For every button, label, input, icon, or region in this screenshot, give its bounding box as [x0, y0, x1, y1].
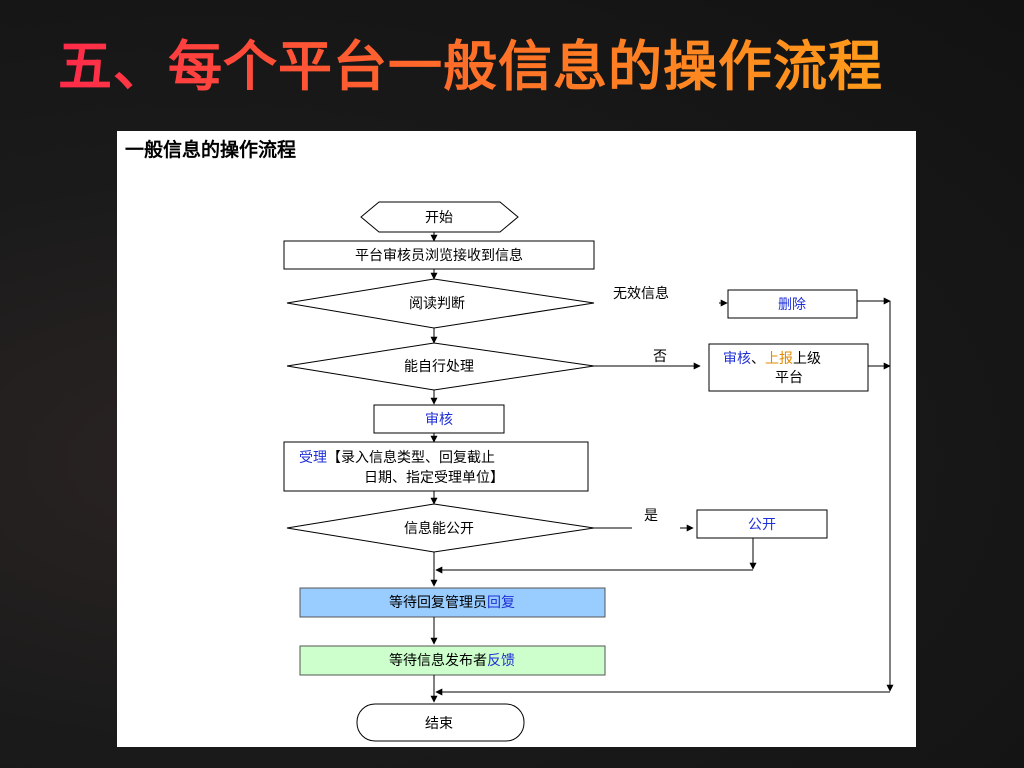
- flowchart-diagram: 开始 平台审核员浏览接收到信息 阅读判断 无效信息 删除 能自行处理 否 审核、…: [283, 201, 894, 742]
- flowchart-title: 一般信息的操作流程: [125, 139, 297, 161]
- wait-feedback-kw: 反馈: [487, 653, 515, 669]
- accept-node: [283, 441, 589, 492]
- report-line2: 平台: [775, 370, 803, 386]
- wait-reply-text: 等待回复管理员: [389, 594, 487, 611]
- flowchart-panel: 一般信息的操作流程 开始 平台审核员浏览接收到信息 阅读判断 无效信息 删除 能…: [117, 131, 916, 747]
- edge-label-no: 否: [653, 349, 667, 365]
- report-sep: 、: [751, 351, 765, 367]
- end-node: [356, 703, 525, 742]
- accept-line1-rest: 【录入信息类型、回复截止: [327, 449, 495, 466]
- report-line1: 审核、上报上级: [723, 351, 821, 367]
- wait-feedback-label: 等待信息发布者反馈: [389, 652, 515, 669]
- report-kw1: 审核: [723, 351, 751, 367]
- wait-reply-kw: 回复: [487, 594, 515, 611]
- browse-node: [283, 240, 595, 270]
- accept-kw: 受理: [299, 450, 327, 466]
- report-kw2: 上报: [765, 351, 793, 367]
- wait-feedback-text: 等待信息发布者: [389, 652, 487, 669]
- read-judge-label: 阅读判断: [409, 295, 465, 312]
- review-node: [373, 404, 505, 434]
- public-node: [696, 509, 828, 539]
- start-node: [360, 201, 519, 233]
- report-node: [708, 343, 869, 392]
- accept-line1: 受理【录入信息类型、回复截止: [299, 449, 495, 466]
- wait-reply-label: 等待回复管理员回复: [389, 594, 515, 611]
- self-handle-label: 能自行处理: [404, 359, 474, 375]
- edge-label-yes: 是: [644, 508, 658, 524]
- read-judge-node: [286, 278, 595, 329]
- wait-feedback-node: [299, 645, 606, 676]
- slide-title: 五、每个平台一般信息的操作流程: [58, 22, 883, 101]
- report-rest: 上级: [793, 351, 821, 367]
- accept-line2: 日期、指定受理单位】: [364, 470, 504, 486]
- public-label: 公开: [748, 517, 776, 533]
- delete-node: [727, 289, 858, 319]
- review-label: 审核: [425, 412, 453, 428]
- browse-label: 平台审核员浏览接收到信息: [355, 247, 523, 264]
- can-public-label: 信息能公开: [404, 520, 474, 537]
- end-label: 结束: [425, 716, 453, 732]
- wait-reply-node: [299, 587, 606, 618]
- delete-label: 删除: [778, 297, 806, 313]
- start-label: 开始: [425, 210, 453, 226]
- edge-label-invalid: 无效信息: [613, 285, 669, 302]
